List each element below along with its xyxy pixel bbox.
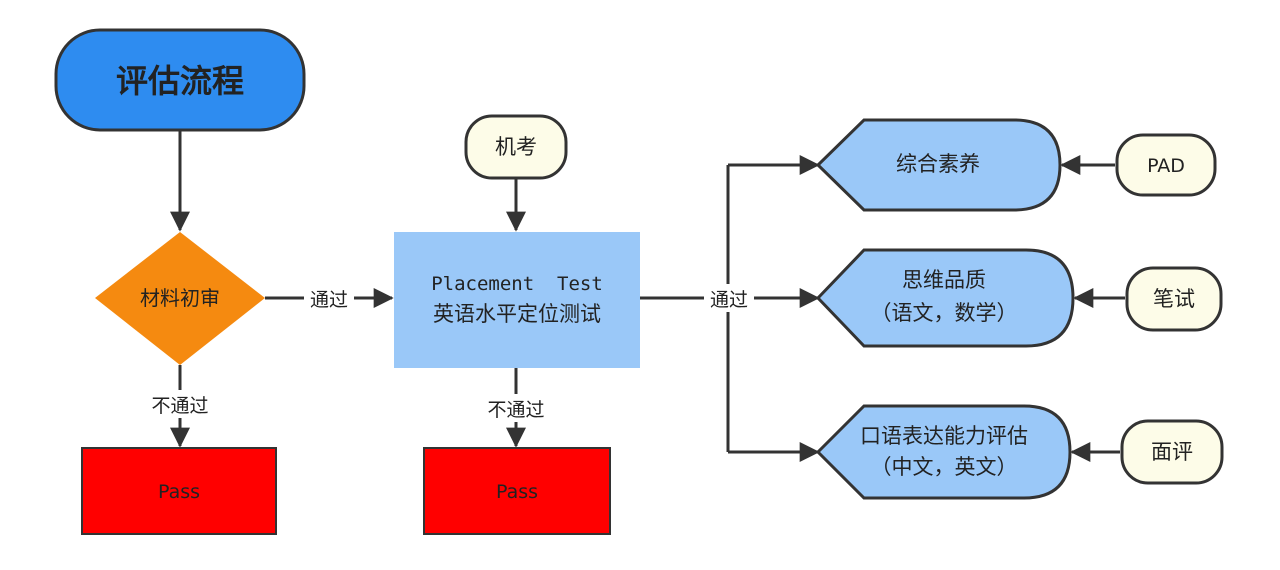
pass-left-node: Pass: [81, 447, 277, 535]
outcome-1-label: 综合素养: [896, 152, 980, 176]
start-node: 评估流程: [54, 28, 306, 132]
outcome-3-label-line1: 口语表达能力评估: [860, 424, 1028, 448]
outcome-node-2: 思维品质 （语文，数学）: [815, 248, 1075, 348]
method-node-written: 笔试: [1125, 266, 1223, 332]
outcome-node-3: 口语表达能力评估 （中文，英文）: [815, 404, 1072, 500]
review-decision-label: 材料初审: [140, 286, 220, 310]
outcome-2-label-line1: 思维品质: [902, 268, 986, 292]
pass-left-label: Pass: [158, 481, 200, 503]
method-written-label: 笔试: [1153, 287, 1195, 311]
method-node-pad: PAD: [1115, 133, 1217, 197]
outcome-2-label-line2: （语文，数学）: [871, 301, 1018, 325]
computer-exam-label: 机考: [495, 135, 537, 159]
edge-label-pass-2: 通过: [710, 289, 748, 311]
edge-label-pass-1: 通过: [310, 289, 348, 311]
pass-middle-node: Pass: [423, 447, 611, 535]
method-interview-label: 面评: [1151, 440, 1193, 464]
pass-middle-label: Pass: [496, 481, 538, 503]
placement-test-label-zh: 英语水平定位测试: [433, 302, 601, 326]
placement-test-label-en: Placement Test: [431, 273, 603, 295]
method-node-interview: 面评: [1120, 419, 1224, 485]
computer-exam-node: 机考: [464, 114, 568, 180]
edge-label-fail-1: 不通过: [151, 395, 208, 417]
edge-label-fail-2: 不通过: [487, 399, 544, 421]
outcome-3-label-line2: （中文，英文）: [871, 455, 1018, 479]
review-decision-node: 材料初审: [95, 232, 265, 365]
placement-test-node: Placement Test 英语水平定位测试: [394, 232, 640, 368]
method-pad-label: PAD: [1147, 155, 1185, 177]
start-node-label: 评估流程: [116, 62, 244, 100]
outcome-node-1: 综合素养: [815, 118, 1062, 212]
